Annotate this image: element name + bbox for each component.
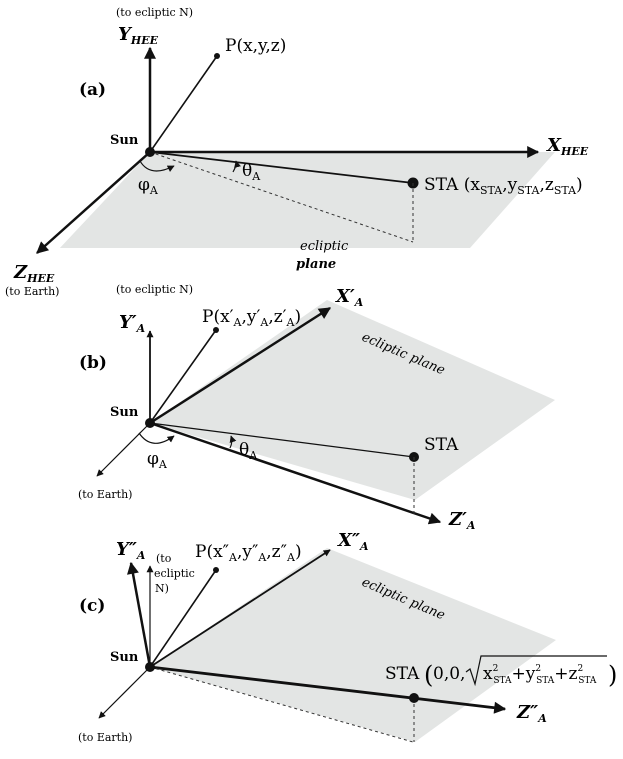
north-note-a: (to ecliptic N) bbox=[116, 6, 193, 19]
north-note-c-line1: (to bbox=[156, 552, 172, 565]
earth-note-c: (to Earth) bbox=[78, 731, 132, 744]
z-axis-c bbox=[149, 665, 507, 714]
earth-axis-c bbox=[98, 666, 151, 719]
panel-label-b: (b) bbox=[79, 353, 107, 373]
panel-label-a: (a) bbox=[79, 80, 106, 100]
point-p-c bbox=[213, 567, 219, 573]
north-note-c-line3: N) bbox=[155, 582, 169, 595]
phi-arc-a bbox=[139, 160, 175, 172]
earth-note-a: (to Earth) bbox=[5, 285, 59, 298]
sqrt-sign-c bbox=[465, 655, 607, 687]
point-p-label-b: P(x′A,y′A,z′A) bbox=[202, 307, 301, 329]
x-axis-c bbox=[149, 549, 331, 668]
point-p-a bbox=[214, 53, 220, 59]
point-p-label-c: P(x″A,y″A,z″A) bbox=[195, 542, 302, 564]
phi-label-b: φA bbox=[147, 449, 168, 471]
sta-label-a: STA (xSTA,ySTA,zSTA) bbox=[424, 175, 583, 197]
sta-name-c: STA bbox=[385, 664, 420, 684]
sta-vector-a bbox=[149, 151, 414, 184]
panel-label-c: (c) bbox=[79, 596, 105, 616]
p-vector-a bbox=[149, 55, 218, 153]
sta-close-paren-c: ) bbox=[608, 661, 617, 689]
theta-label-a: θA bbox=[242, 161, 261, 183]
sun-label-b: Sun bbox=[110, 405, 139, 420]
ecliptic-plane-a bbox=[60, 152, 555, 248]
north-note-c-line2: ecliptic bbox=[154, 567, 195, 580]
x-axis-label-c: X″A bbox=[337, 530, 369, 553]
projection-line-a bbox=[149, 151, 414, 243]
z-axis-label-a: ZHEE bbox=[13, 262, 55, 285]
north-note-b: (to ecliptic N) bbox=[116, 283, 193, 296]
sta-vector-b bbox=[149, 422, 415, 458]
sun-dot-a bbox=[145, 147, 155, 157]
sun-label-c: Sun bbox=[110, 650, 139, 665]
sta-point-c bbox=[409, 693, 419, 703]
ecliptic-plane-c bbox=[150, 548, 556, 742]
point-p-label-a: P(x,y,z) bbox=[225, 36, 286, 56]
sun-dot-b bbox=[145, 418, 155, 428]
earth-note-b: (to Earth) bbox=[78, 488, 132, 501]
ecliptic-plane-b bbox=[150, 300, 555, 500]
x-axis-b bbox=[149, 306, 332, 425]
point-p-b bbox=[213, 327, 219, 333]
p-vector-b bbox=[149, 329, 217, 424]
sun-label-a: Sun bbox=[110, 133, 139, 148]
sun-dot-c bbox=[145, 662, 155, 672]
phi-label-a: φA bbox=[138, 175, 159, 197]
panel-a: (a) Sun (to ecliptic N) (to Earth) YHEE … bbox=[5, 6, 589, 298]
earth-axis-b bbox=[96, 422, 151, 477]
panel-c: (c) Sun (to ecliptic N) (to Earth) Y″A X… bbox=[78, 530, 617, 744]
sta-label-b: STA bbox=[424, 435, 459, 455]
phi-arc-b bbox=[138, 432, 175, 444]
theta-arc-b bbox=[229, 435, 237, 449]
theta-label-b: θA bbox=[239, 440, 258, 462]
y-axis-label-a: YHEE bbox=[118, 24, 159, 47]
y-axis-c bbox=[127, 561, 152, 668]
x-axis-label-b: X′A bbox=[335, 286, 364, 309]
plane-label-a-line1: ecliptic bbox=[300, 239, 349, 254]
z-axis-label-b: Z′A bbox=[448, 509, 476, 532]
y-axis-label-b: Y′A bbox=[119, 312, 146, 335]
z-axis-label-c: Z″A bbox=[516, 702, 547, 725]
plane-label-a-line2: plane bbox=[296, 257, 336, 272]
sta-zeros-c: 0,0, bbox=[433, 664, 465, 684]
panel-b: (b) Sun (to ecliptic N) (to Earth) Y′A X… bbox=[78, 283, 555, 532]
z-axis-a bbox=[36, 151, 151, 254]
p-vector-c bbox=[149, 569, 217, 668]
theta-arc-a bbox=[232, 160, 241, 173]
z-axis-b bbox=[149, 421, 442, 525]
sta-open-paren-c: ( bbox=[424, 661, 433, 689]
y-axis-label-c: Y″A bbox=[116, 539, 146, 562]
x-axis-label-a: XHEE bbox=[546, 135, 589, 158]
